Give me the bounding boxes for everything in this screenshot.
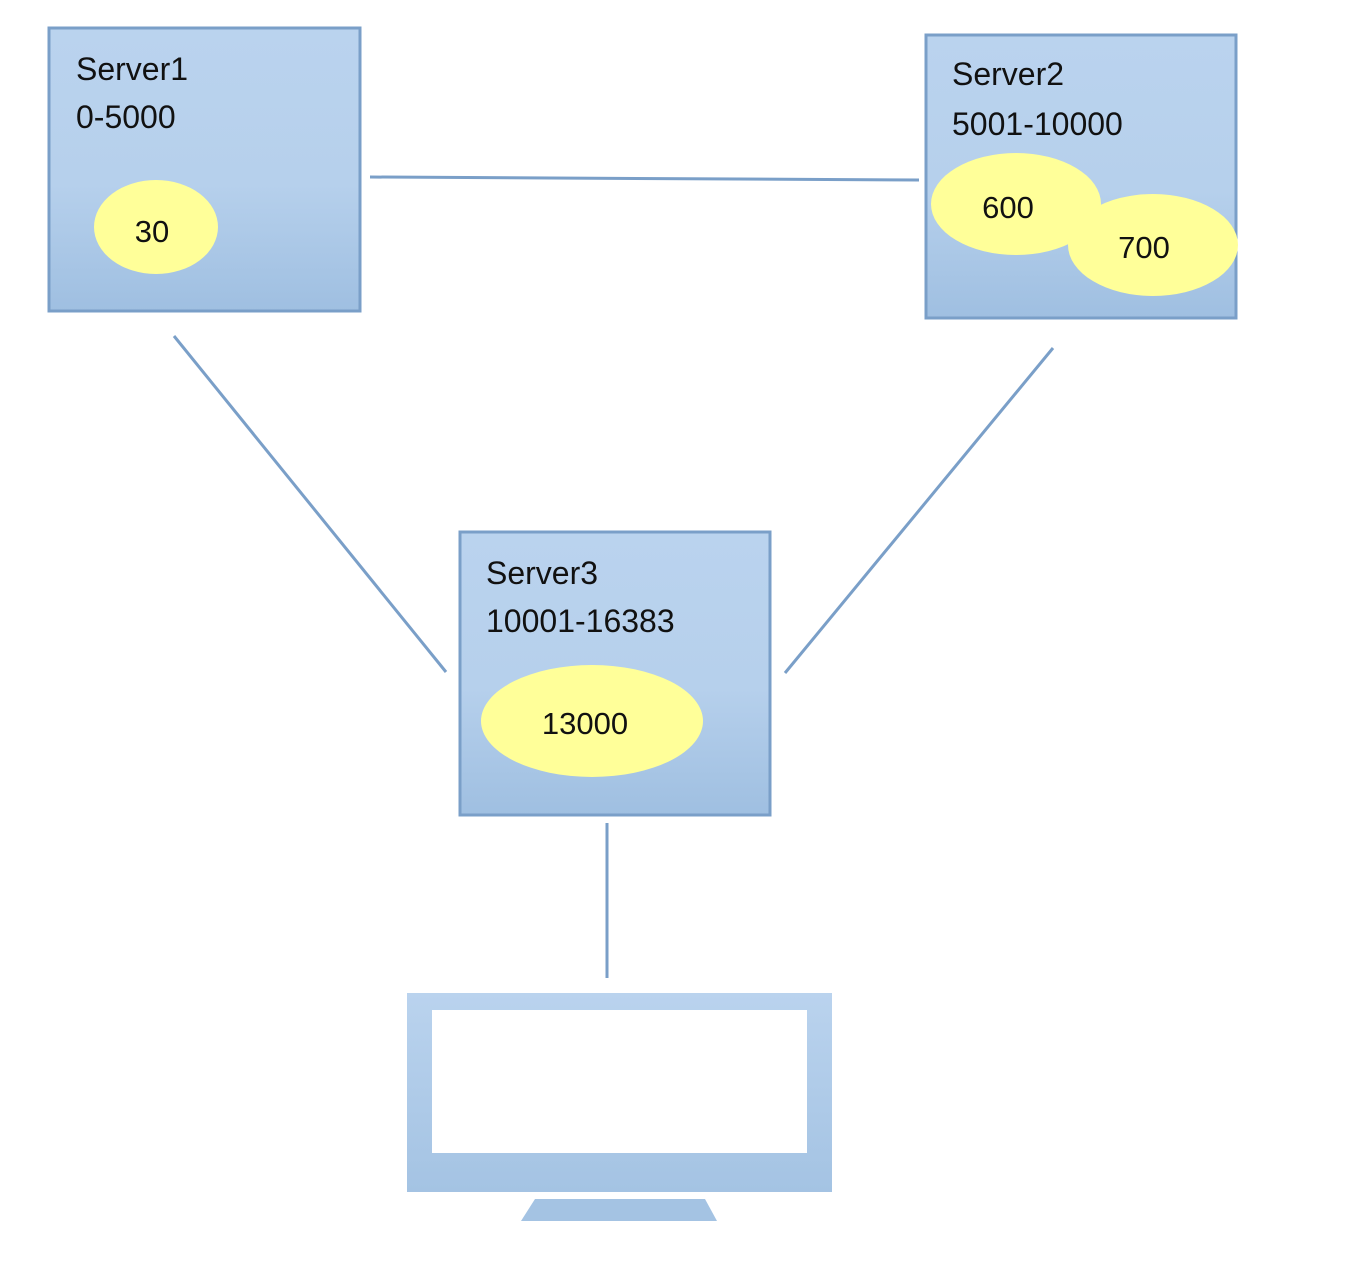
slot-ellipse [481, 665, 703, 777]
link-server2-server3 [783, 347, 1055, 674]
server-name: Server1 [76, 51, 188, 87]
slot-ellipse [931, 153, 1101, 255]
slot-label: 600 [982, 190, 1034, 225]
server-node: Server1 0-5000 30 [47, 26, 362, 313]
monitor-icon [407, 993, 832, 1221]
monitor-stand [521, 1199, 717, 1221]
server-node: Server2 5001-10000 600 700 [924, 33, 1238, 320]
server-range: 0-5000 [76, 99, 176, 135]
slot-label: 700 [1118, 230, 1170, 265]
server-range: 10001-16383 [486, 603, 675, 639]
connectors [172, 175, 1055, 978]
server-name: Server3 [486, 555, 598, 591]
slot-ellipse [1068, 194, 1238, 296]
link-server1-server3 [172, 335, 448, 673]
slot-label: 13000 [542, 706, 628, 741]
server-node: Server3 10001-16383 13000 [458, 530, 772, 817]
server-range: 5001-10000 [952, 106, 1123, 142]
server-box [47, 26, 362, 313]
monitor-screen [432, 1010, 807, 1153]
link-server1-server2 [369, 175, 920, 182]
slot-label: 30 [135, 214, 169, 249]
slot-ellipse [94, 180, 218, 274]
server-name: Server2 [952, 56, 1064, 92]
